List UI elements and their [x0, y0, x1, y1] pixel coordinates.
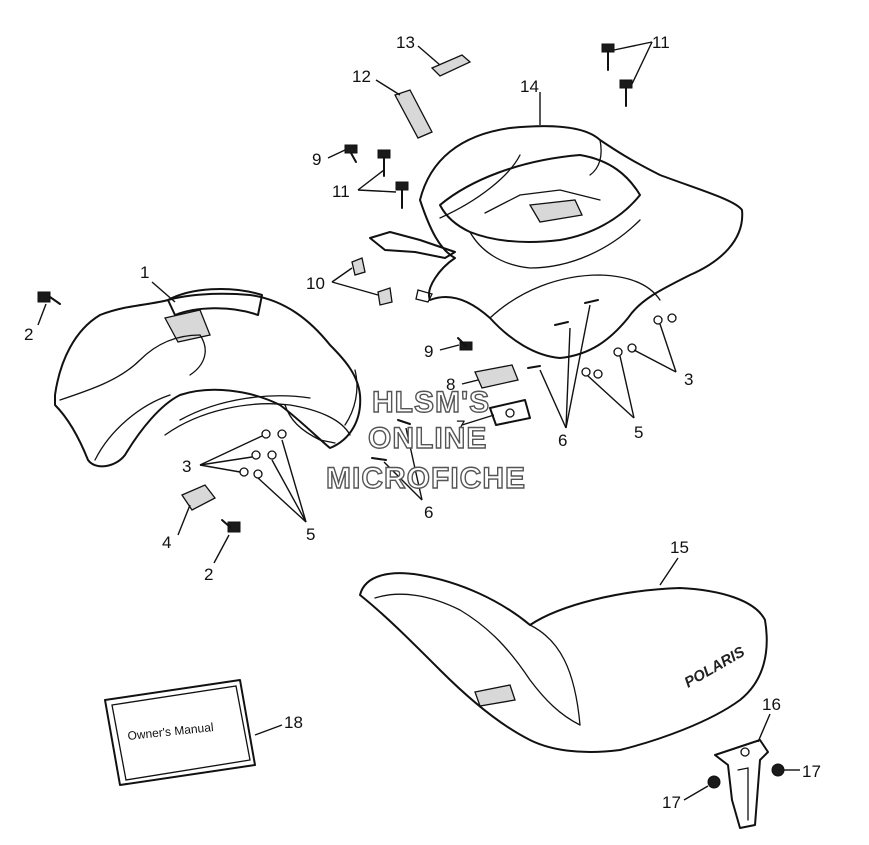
callout-9: 9: [312, 150, 321, 169]
callout-2: 2: [24, 325, 33, 344]
part-7-plate: [489, 399, 531, 426]
owners-manual-label: Owner's Manual: [127, 720, 214, 743]
part-9-screw: [344, 144, 473, 351]
front-fender: [54, 287, 362, 468]
watermark: HLSM'S ONLINE MICROFICHE: [325, 385, 526, 495]
callout-5: 5: [306, 525, 315, 544]
callout-1: 1: [140, 263, 149, 282]
part-10-clip: [377, 287, 393, 306]
callout-7: 7: [456, 417, 465, 436]
callout-11: 11: [652, 33, 670, 52]
callout-14: 14: [520, 77, 539, 96]
callout-12: 12: [352, 67, 371, 86]
callout-3: 3: [182, 457, 191, 476]
watermark-line-3: MICROFICHE: [326, 462, 526, 495]
callout-10: 10: [306, 274, 325, 293]
part-13-strap: [430, 54, 472, 77]
part-12-bracket: [394, 89, 433, 139]
callout-18: 18: [284, 713, 303, 732]
callout-4: 4: [162, 533, 171, 552]
part-4-plate: [181, 484, 216, 511]
leader-lines: [37, 41, 800, 801]
callout-9: 9: [424, 342, 433, 361]
part-17-nut: [771, 763, 785, 777]
callout-6: 6: [558, 431, 567, 450]
seat-latch: [714, 739, 769, 829]
callout-6: 6: [424, 503, 433, 522]
callout-13: 13: [396, 33, 415, 52]
part-8-pad: [474, 364, 519, 389]
owners-manual: Owner's Manual: [104, 679, 256, 786]
watermark-line-1: HLSM'S: [372, 386, 490, 419]
seat-brand-logo: POLARIS: [682, 643, 748, 691]
callout-17: 17: [802, 762, 821, 781]
callout-3: 3: [684, 370, 693, 389]
callout-11: 11: [332, 182, 350, 201]
callout-5: 5: [634, 423, 643, 442]
part-11-bolt: [377, 149, 409, 209]
callout-17: 17: [662, 793, 681, 812]
parts-3-5-washers-left: [239, 429, 287, 479]
part-10-clip: [351, 257, 366, 276]
callout-8: 8: [446, 375, 455, 394]
parts-3-5-washers-right: [581, 313, 677, 379]
callout-numbers: 1 2 2 3 3 4 5 5 6 6 7 8 9 9 10 11 11 12 …: [24, 33, 821, 812]
part-17-nut: [707, 775, 721, 789]
callout-15: 15: [670, 538, 689, 557]
part-6-screw: [371, 299, 599, 461]
watermark-line-2: ONLINE: [368, 422, 487, 455]
callout-2: 2: [204, 565, 213, 584]
part-2-screw: [37, 291, 241, 533]
rear-fender: [369, 125, 744, 359]
seat: POLARIS: [359, 572, 768, 753]
hardware: [37, 43, 785, 789]
part-11-bolt: [601, 43, 633, 107]
callout-16: 16: [762, 695, 781, 714]
